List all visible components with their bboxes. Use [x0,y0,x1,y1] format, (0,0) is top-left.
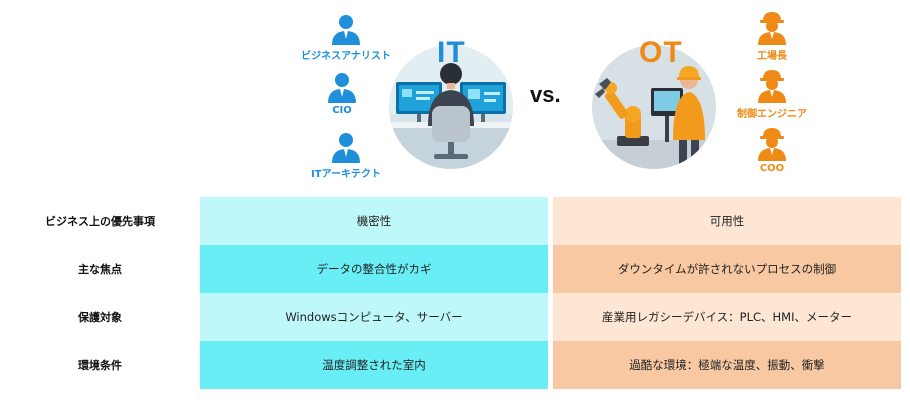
role-label: 制御エンジニア [737,109,807,120]
hardhat-worker-icon [758,12,786,45]
table-row: 保護対象 Windowsコンピュータ、サーバー 産業用レガシーデバイス：PLC、… [0,293,910,341]
role-label: CIO [332,105,352,116]
row-label: 環境条件 [78,359,122,372]
ot-role-control-engineer: 制御エンジニア [712,68,832,120]
user-icon [332,15,360,45]
versus-label: vs. [530,82,561,107]
role-label: ビジネスアナリスト [301,51,391,62]
user-icon [332,133,360,163]
table-row: 主な焦点 データの整合性がカギ ダウンタイムが許されないプロセスの制御 [0,245,910,293]
ot-cell: 過酷な環境：極端な温度、振動、衝撃 [553,341,901,389]
it-role-it-architect: ITアーキテクト [286,130,406,180]
ot-cell: 可用性 [553,197,901,245]
role-label: COO [759,163,785,174]
it-cell: 温度調整された室内 [200,341,548,389]
ot-cell: 産業用レガシーデバイス：PLC、HMI、メーター [553,293,901,341]
ot-cell: ダウンタイムが許されないプロセスの制御 [553,245,901,293]
table-row: ビジネス上の優先事項 機密性 可用性 [0,197,910,245]
it-role-business-analyst: ビジネスアナリスト [286,12,406,62]
ot-role-coo: COO [712,126,832,174]
it-role-cio: CIO [282,70,402,116]
it-cell: Windowsコンピュータ、サーバー [200,293,548,341]
role-label: ITアーキテクト [311,169,381,180]
ot-factory-illustration [592,45,716,169]
it-cell: データの整合性がカギ [200,245,548,293]
row-label: ビジネス上の優先事項 [45,215,155,228]
table-row: 環境条件 温度調整された室内 過酷な環境：極端な温度、振動、衝撃 [0,341,910,389]
it-title: IT [437,36,466,69]
hardhat-worker-icon [758,70,786,103]
ot-role-plant-manager: 工場長 [712,10,832,62]
ot-title: OT [639,36,683,69]
it-cell: 機密性 [200,197,548,245]
hardhat-worker-icon [758,128,786,161]
role-label: 工場長 [757,51,787,62]
user-icon [328,73,356,103]
row-label: 主な焦点 [78,263,122,276]
row-label: 保護対象 [78,311,122,324]
it-office-illustration [389,45,513,169]
